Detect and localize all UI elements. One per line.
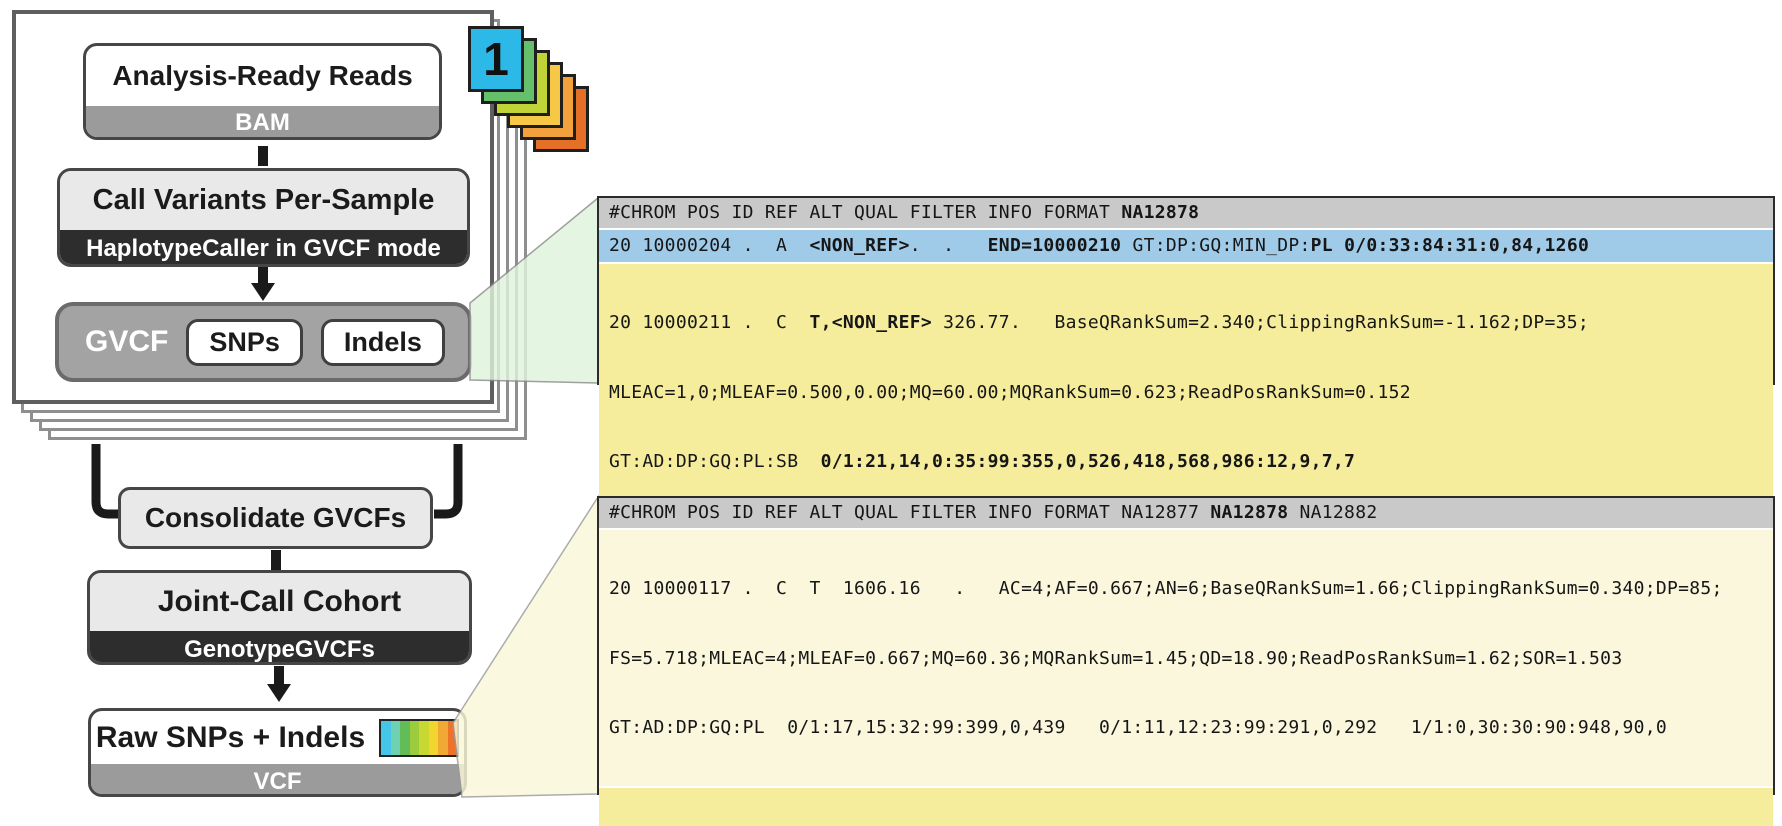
call-variants-box: Call Variants Per-Sample HaplotypeCaller… — [57, 168, 470, 267]
tab-1-label: 1 — [483, 33, 509, 85]
gvcf-label: GVCF — [85, 325, 169, 358]
merge-bracket-right — [434, 444, 463, 519]
raw-snps-indels-title: Raw SNPs + Indels — [91, 711, 464, 764]
genotypegvcfs-bar: GenotypeGVCFs — [90, 631, 469, 662]
gvcf-panel: #CHROM POS ID REF ALT QUAL FILTER INFO F… — [597, 196, 1775, 554]
vcf-row: 20 10000117 . C T 1606.16 . AC=4;AF=0.66… — [599, 530, 1773, 786]
flow-arrow-4 — [267, 666, 291, 702]
vcf-row: 20 10000211 . C T 1765.16 . AC=4;AF=0.66… — [599, 787, 1773, 826]
joint-call-box: Joint-Call Cohort GenotypeGVCFs — [87, 570, 472, 665]
indels-chip: Indels — [320, 318, 445, 366]
vcf-row: 20 10000204 . A <NON_REF>. . END=1000021… — [599, 230, 1773, 262]
consolidate-title: Consolidate GVCFs — [144, 502, 407, 533]
vcf-row: 20 10000211 . C T,<NON_REF> 326.77. Base… — [599, 264, 1773, 520]
joint-call-title: Joint-Call Cohort — [90, 573, 469, 631]
tab-1: 1 — [468, 26, 524, 92]
vcf-panel: #CHROM POS ID REF ALT QUAL FILTER INFO F… — [597, 496, 1775, 826]
snps-chip: SNPs — [186, 318, 303, 366]
consolidate-box: Consolidate GVCFs — [118, 487, 433, 549]
gvcf-box: GVCF SNPs Indels — [55, 302, 472, 382]
haplotypecaller-bar: HaplotypeCaller in GVCF mode — [60, 230, 467, 264]
gvcf-panel-header: #CHROM POS ID REF ALT QUAL FILTER INFO F… — [599, 198, 1773, 228]
rainbow-icon — [379, 718, 460, 757]
merge-bracket-left — [91, 444, 120, 519]
flow-arrow-3 — [271, 550, 281, 570]
vcf-panel-header: #CHROM POS ID REF ALT QUAL FILTER INFO F… — [599, 498, 1773, 528]
zoom-beam-yellow — [452, 494, 599, 798]
analysis-ready-box: Analysis-Ready Reads BAM — [83, 43, 442, 140]
analysis-ready-title: Analysis-Ready Reads — [112, 60, 413, 91]
bam-bar: BAM — [86, 106, 439, 137]
call-variants-title: Call Variants Per-Sample — [60, 171, 467, 230]
raw-snps-indels-box: Raw SNPs + Indels VCF — [88, 708, 467, 797]
vcf-bar: VCF — [91, 764, 464, 794]
